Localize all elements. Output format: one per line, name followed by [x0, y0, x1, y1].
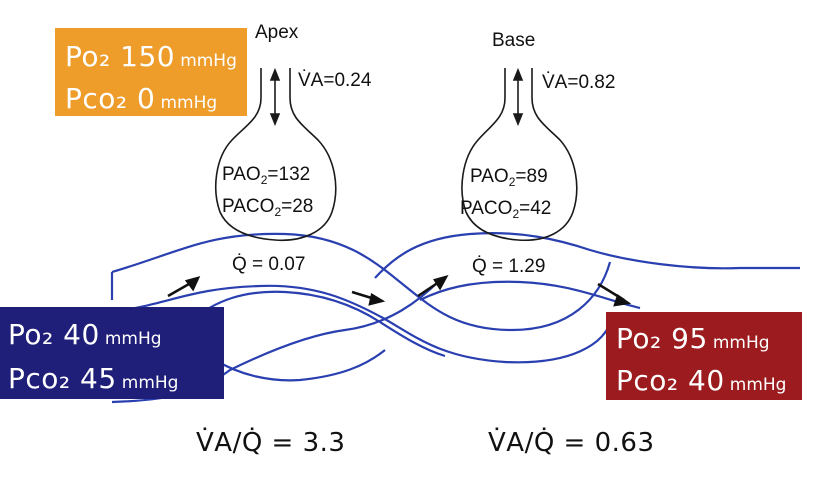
venous-pco2: Pco₂ 45 mmHg	[8, 359, 224, 403]
arterial-blood-box: Po₂ 95 mmHg Pco₂ 40 mmHg	[606, 312, 802, 400]
apex-paco2-prefix: PACO	[222, 196, 275, 217]
airway-arrowhead-apex-up	[269, 67, 281, 81]
inspired-pco2-value: Pco₂ 0	[65, 82, 156, 115]
base-ventilation: V̇A=0.82	[542, 72, 616, 93]
apex-pao2-value: =132	[267, 164, 311, 185]
inspired-po2-unit: mmHg	[180, 51, 237, 71]
apex-pao2-sub: 2	[260, 173, 268, 187]
base-pao2-prefix: PAO	[470, 166, 509, 187]
alveolus-base	[461, 67, 578, 242]
vessel-left-lower-loop	[189, 290, 446, 358]
arterial-po2: Po₂ 95 mmHg	[616, 320, 802, 362]
inspired-po2-value: Po₂ 150	[65, 40, 176, 73]
venous-pco2-value: Pco₂ 45	[8, 362, 117, 395]
venous-blood-box: Po₂ 40 mmHg Pco₂ 45 mmHg	[0, 307, 224, 399]
airway-arrowhead-base-up	[512, 67, 524, 81]
inspired-pco2: Pco₂ 0 mmHg	[65, 80, 247, 122]
alveolus-apex	[214, 67, 337, 242]
venous-po2-value: Po₂ 40	[8, 318, 100, 351]
venous-po2-unit: mmHg	[104, 329, 162, 349]
arterial-pco2: Pco₂ 40 mmHg	[616, 362, 802, 404]
vessel-inner-left-top	[111, 284, 614, 364]
venous-pco2-unit: mmHg	[121, 373, 179, 393]
flow-arrows	[167, 275, 632, 307]
vessel-inner-right-top	[374, 232, 800, 279]
inspired-po2: Po₂ 150 mmHg	[65, 38, 247, 80]
apex-paco2: PACO2=28	[222, 196, 313, 219]
alveolus-apex-outline	[214, 68, 337, 242]
vessel-outer-left-top	[111, 232, 612, 332]
arterial-pco2-unit: mmHg	[729, 375, 787, 395]
apex-pao2: PAO2=132	[222, 164, 310, 187]
arterial-po2-unit: mmHg	[712, 333, 770, 353]
base-paco2-value: =42	[519, 198, 552, 219]
apex-label: Apex	[255, 22, 299, 43]
apex-paco2-value: =28	[281, 196, 314, 217]
flow-arrowhead-2	[368, 293, 386, 306]
base-perfusion: Q̇ = 1.29	[472, 256, 546, 277]
vessel-right-upper	[419, 280, 641, 310]
base-paco2-sub: 2	[512, 207, 520, 221]
airway-arrowhead-apex-down	[269, 113, 281, 127]
base-label: Base	[492, 30, 536, 51]
base-paco2: PACO2=42	[460, 198, 551, 221]
inspired-gas-box: Po₂ 150 mmHg Pco₂ 0 mmHg	[55, 28, 247, 116]
venous-po2: Po₂ 40 mmHg	[8, 315, 224, 359]
airway-arrowhead-base-down	[512, 113, 524, 127]
base-pao2-sub: 2	[508, 175, 516, 189]
flow-arrowhead-3	[433, 275, 449, 291]
base-va-q-ratio: V̇A/Q̇ = 0.63	[488, 428, 655, 458]
apex-paco2-sub: 2	[274, 205, 282, 219]
inspired-pco2-unit: mmHg	[160, 93, 218, 113]
alveolus-base-outline	[461, 68, 578, 242]
apex-ventilation: V̇A=0.24	[298, 70, 372, 91]
apex-perfusion: Q̇ = 0.07	[232, 254, 306, 275]
apex-pao2-prefix: PAO	[222, 164, 261, 185]
flow-arrowhead-4	[613, 294, 632, 307]
base-paco2-prefix: PACO	[460, 198, 513, 219]
arterial-po2-value: Po₂ 95	[616, 322, 708, 355]
vessel-left-lower-return	[214, 349, 386, 382]
arterial-pco2-value: Pco₂ 40	[616, 364, 725, 397]
flow-arrowhead-1	[184, 276, 201, 292]
base-pao2: PAO2=89	[470, 166, 548, 189]
base-pao2-value: =89	[515, 166, 548, 187]
apex-va-q-ratio: V̇A/Q̇ = 3.3	[196, 428, 346, 458]
